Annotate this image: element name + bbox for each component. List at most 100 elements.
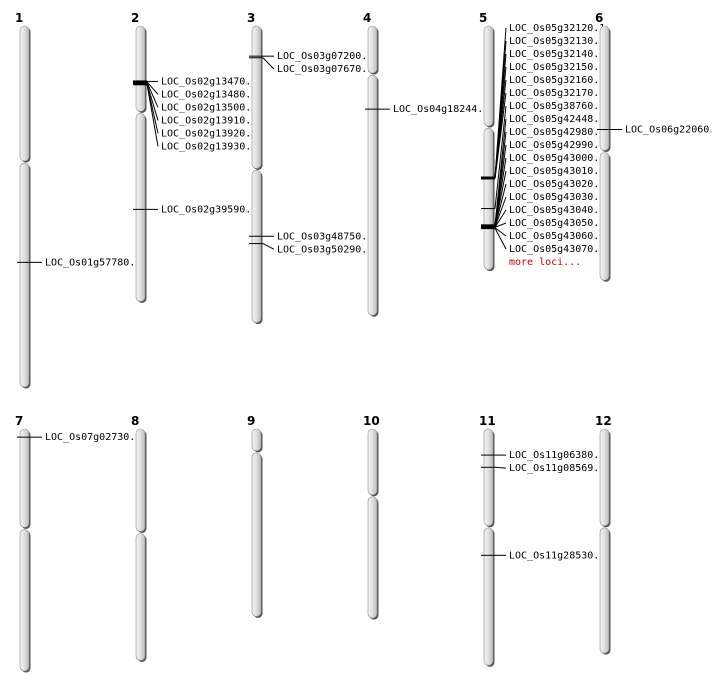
locus-connector	[262, 57, 275, 70]
locus-connector	[494, 196, 507, 228]
chromosome-long-arm[interactable]	[251, 452, 262, 617]
locus-label[interactable]: LOC_Os01g57780.1	[45, 257, 141, 268]
locus-label[interactable]: LOC_Os02g13480.1	[161, 89, 257, 100]
chromosome-short-arm[interactable]	[135, 25, 146, 112]
locus-label[interactable]: LOC_Os11g06380.1	[509, 450, 605, 461]
chromosome-short-arm[interactable]	[19, 25, 30, 162]
locus-connector	[146, 84, 159, 147]
locus-connector	[494, 92, 507, 179]
chromosome-long-arm[interactable]	[135, 533, 146, 661]
locus-label[interactable]: LOC_Os05g43060.1	[509, 231, 605, 242]
locus-label[interactable]: LOC_Os04g18244.1	[393, 104, 489, 115]
chromosome-short-arm[interactable]	[19, 428, 30, 528]
locus-label[interactable]: LOC_Os02g39590.1	[161, 204, 257, 215]
locus-label[interactable]: LOC_Os06g22060.1	[625, 125, 712, 136]
locus-label[interactable]: LOC_Os02g13910.1	[161, 115, 257, 126]
locus-label[interactable]: LOC_Os05g32150.1	[509, 62, 605, 73]
locus-label[interactable]: LOC_Os11g08569.1	[509, 463, 605, 474]
chromosome-long-arm[interactable]	[251, 170, 262, 323]
chromosome-short-arm[interactable]	[599, 25, 610, 151]
locus-label[interactable]: LOC_Os05g43070.1	[509, 244, 605, 255]
locus-label[interactable]: LOC_Os05g43030.1	[509, 192, 605, 203]
locus-label[interactable]: LOC_Os05g43010.1	[509, 166, 605, 177]
chromosome-long-arm[interactable]	[599, 152, 610, 281]
chromosome-8[interactable]: 8	[131, 414, 147, 662]
chromosome-12[interactable]: 12	[595, 414, 612, 655]
locus-label[interactable]: LOC_Os05g32160.1	[509, 75, 605, 86]
locus-label[interactable]: LOC_Os05g43020.1	[509, 179, 605, 190]
chromosome-long-arm[interactable]	[599, 527, 610, 654]
chromosome-number: 11	[479, 414, 496, 428]
locus-connector	[146, 82, 159, 108]
locus-label[interactable]: LOC_Os05g32120.1	[509, 23, 605, 34]
chromosome-short-arm[interactable]	[251, 428, 262, 452]
chromosome-short-arm[interactable]	[367, 428, 378, 496]
locus-connector	[494, 209, 507, 228]
locus-label[interactable]: LOC_Os02g13930.1	[161, 141, 257, 152]
chromosome-long-arm[interactable]	[367, 74, 378, 316]
locus-connector	[494, 105, 507, 209]
locus-label[interactable]: LOC_Os05g42980.1	[509, 127, 605, 138]
locus-label[interactable]: LOC_Os03g07670.1	[277, 64, 373, 75]
locus-connector	[146, 81, 159, 95]
chromosome-long-arm[interactable]	[367, 496, 378, 619]
chromosome-short-arm[interactable]	[135, 428, 146, 532]
chromosome-long-arm[interactable]	[483, 127, 494, 270]
chromosome-2[interactable]: 2LOC_Os02g13470.1LOC_Os02g13480.1LOC_Os0…	[131, 11, 257, 303]
locus-label[interactable]: LOC_Os02g13470.1	[161, 76, 257, 87]
chromosome-10[interactable]: 10	[363, 414, 380, 620]
chromosome-5[interactable]: 5LOC_Os05g32120.1LOC_Os05g32130.1LOC_Os0…	[479, 11, 605, 272]
locus-connector	[494, 227, 507, 237]
chromosome-number: 6	[595, 11, 603, 25]
chromosome-short-arm[interactable]	[599, 428, 610, 527]
locus-label[interactable]: LOC_Os05g32140.1	[509, 49, 605, 60]
chromosome-long-arm[interactable]	[483, 527, 494, 666]
locus-label[interactable]: LOC_Os02g13920.1	[161, 128, 257, 139]
chromosome-short-arm[interactable]	[367, 25, 378, 74]
locus-connector	[262, 243, 275, 250]
chromosome-long-arm[interactable]	[19, 162, 30, 388]
locus-label[interactable]: LOC_Os05g42448.1	[509, 114, 605, 125]
chromosome-9[interactable]: 9	[247, 414, 263, 618]
chromosome-long-arm[interactable]	[19, 529, 30, 672]
chromosome-short-arm[interactable]	[251, 25, 262, 169]
chromosome-number: 2	[131, 11, 139, 25]
chromosome-number: 1	[15, 11, 23, 25]
locus-connector	[494, 183, 507, 228]
locus-connector	[494, 170, 507, 227]
chromosome-long-arm[interactable]	[135, 113, 146, 302]
chromosome-number: 8	[131, 414, 139, 428]
chromosome-3[interactable]: 3LOC_Os03g07200.1LOC_Os03g07670.1LOC_Os0…	[247, 11, 373, 325]
chromosome-number: 5	[479, 11, 487, 25]
chromosome-number: 7	[15, 414, 23, 428]
locus-label[interactable]: LOC_Os07g02730.1	[45, 432, 141, 443]
locus-connector	[146, 83, 159, 121]
locus-label[interactable]: LOC_Os02g13500.1	[161, 102, 257, 113]
chromosome-short-arm[interactable]	[483, 428, 494, 527]
chromosome-number: 9	[247, 414, 255, 428]
chromosome-number: 4	[363, 11, 371, 25]
locus-label[interactable]: LOC_Os05g43050.1	[509, 218, 605, 229]
chromosome-number: 10	[363, 414, 380, 428]
locus-label[interactable]: LOC_Os05g32130.1	[509, 36, 605, 47]
locus-label[interactable]: LOC_Os03g50290.1	[277, 244, 373, 255]
more-loci-link[interactable]: more loci...	[509, 257, 581, 268]
locus-label[interactable]: LOC_Os05g38760.1	[509, 101, 605, 112]
locus-label[interactable]: LOC_Os05g43000.1	[509, 153, 605, 164]
locus-label[interactable]: LOC_Os03g07200.1	[277, 51, 373, 62]
chromosome-short-arm[interactable]	[483, 25, 494, 127]
locus-label[interactable]: LOC_Os03g48750.1	[277, 231, 373, 242]
chromosome-11[interactable]: 11LOC_Os11g06380.1LOC_Os11g08569.1LOC_Os…	[479, 414, 605, 667]
locus-connector	[494, 222, 507, 228]
locus-connector	[494, 466, 507, 469]
locus-connector	[494, 227, 507, 250]
locus-label[interactable]: LOC_Os05g43040.1	[509, 205, 605, 216]
locus-label[interactable]: LOC_Os11g28530.1	[509, 550, 605, 561]
locus-label[interactable]: LOC_Os05g42990.1	[509, 140, 605, 151]
locus-label[interactable]: LOC_Os05g32170.1	[509, 88, 605, 99]
